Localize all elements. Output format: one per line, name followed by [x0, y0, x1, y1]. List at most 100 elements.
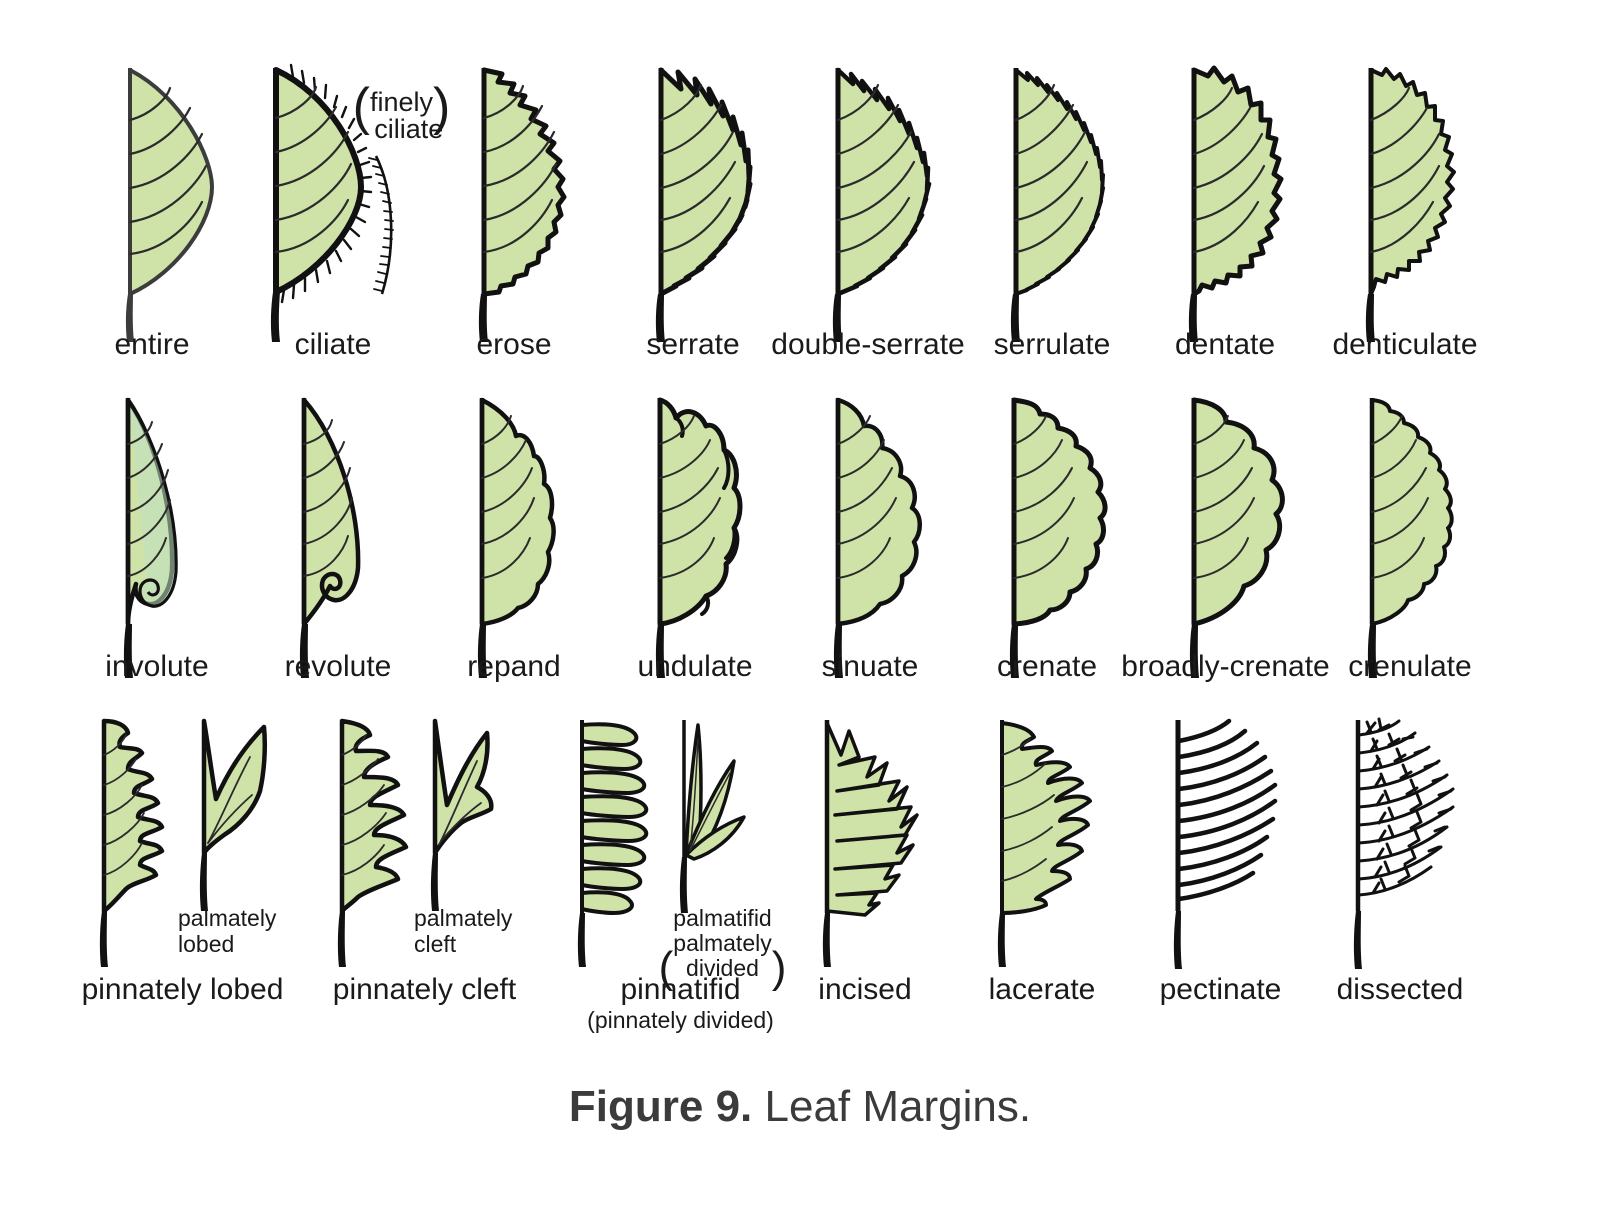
leaf-sinuate [822, 392, 937, 678]
leaf-dentate [1178, 62, 1298, 342]
leaf-double-serrate-drawing [822, 62, 947, 342]
leaf-undulate [644, 392, 759, 678]
label-dentate: dentate [1174, 328, 1276, 361]
figure-caption-number: Figure 9. [568, 1082, 753, 1131]
leaf-incised [815, 715, 925, 967]
sublabel-palmately-lobed: palmately lobed [178, 905, 308, 957]
label-sinuate: sinuate [821, 650, 919, 683]
sublabel-palmately-cleft-line2: cleft [414, 931, 457, 957]
leaf-crenulate [1356, 392, 1471, 678]
paren-right: ) [433, 78, 451, 136]
label-double-serrate: double-serrate [771, 328, 965, 361]
label-pectinate: pectinate [1159, 973, 1282, 1006]
paren-right-palmatifid: ) [771, 943, 787, 992]
row-2: involute revolute repand undulate sinuat… [0, 392, 1600, 692]
label-lacerate: lacerate [988, 973, 1096, 1006]
leaf-crenate [998, 392, 1118, 678]
finely-ciliate-annotation: (finely) ciliate [344, 81, 459, 157]
leaf-lacerate-drawing [990, 715, 1100, 967]
leaf-pinnatifid [570, 715, 675, 967]
leaf-incised-drawing [815, 715, 925, 967]
leaf-palmately-cleft [425, 715, 515, 915]
sublabel-palmately-cleft-line1: palmately [414, 905, 513, 931]
leaf-sinuate-drawing [822, 392, 937, 678]
leaf-crenulate-drawing [1356, 392, 1471, 678]
ciliate-detail-arc [356, 144, 426, 309]
leaf-repand [466, 392, 576, 678]
label-crenate: crenate [996, 650, 1098, 683]
leaf-entire [112, 62, 232, 342]
label-broadly-crenate: broadly-crenate [1121, 650, 1330, 683]
leaf-palmately-lobed [194, 715, 284, 915]
label-pinnatifid: pinnatifid [620, 973, 741, 1006]
label-involute: involute [105, 650, 209, 683]
leaf-broadly-crenate-drawing [1178, 392, 1298, 678]
sublabel-palmately-lobed-line1: palmately [178, 905, 277, 931]
leaf-revolute-drawing [288, 392, 398, 678]
leaf-involute [112, 392, 222, 678]
leaf-pinnately-lobed-drawing [92, 715, 192, 967]
figure-caption: Figure 9. Leaf Margins. [0, 1082, 1600, 1132]
sublabel-palmatifid-line3: divided [686, 955, 759, 981]
leaf-serrate [645, 62, 765, 342]
paren-left: ( [352, 78, 370, 136]
leaf-serrulate [1000, 62, 1120, 342]
label-pinnatifid-sub: (pinnately divided) [587, 1007, 774, 1033]
leaf-undulate-drawing [644, 392, 759, 678]
leaf-pinnately-lobed [92, 715, 192, 967]
leaf-pectinate-drawing [1165, 715, 1285, 969]
leaf-entire-drawing [112, 62, 232, 342]
leaf-double-serrate [822, 62, 947, 342]
sublabel-palmatifid-line1: palmatifid [673, 905, 772, 931]
leaf-palmately-cleft-drawing [425, 715, 515, 915]
leaf-pinnately-cleft [330, 715, 430, 967]
leaf-denticulate [1355, 62, 1475, 342]
leaf-pectinate [1165, 715, 1285, 969]
sublabel-palmatifid: palmatifid [660, 905, 785, 931]
leaf-dentate-drawing [1178, 62, 1298, 342]
leaf-broadly-crenate [1178, 392, 1298, 678]
leaf-ciliate [258, 62, 388, 342]
row-3: palmately lobed palmately cleft palmatif… [0, 715, 1600, 1035]
leaf-erose [468, 62, 588, 342]
leaf-serrulate-drawing [1000, 62, 1120, 342]
leaf-pinnately-cleft-drawing [330, 715, 430, 967]
label-repand: repand [467, 650, 561, 683]
label-entire: entire [114, 328, 190, 361]
leaf-crenate-drawing [998, 392, 1118, 678]
label-serrate: serrate [646, 328, 740, 361]
label-pinnately-lobed: pinnately lobed [81, 973, 284, 1006]
label-revolute: revolute [284, 650, 392, 683]
label-pinnately-cleft: pinnately cleft [332, 973, 517, 1006]
leaf-ciliate-drawing [258, 62, 388, 342]
label-serrulate: serrulate [993, 328, 1111, 361]
leaf-involute-drawing [112, 392, 222, 678]
leaf-pinnatifid-drawing [570, 715, 675, 967]
row-1: (finely) ciliate [0, 62, 1600, 362]
leaf-palmatifid [672, 715, 762, 915]
label-dissected: dissected [1336, 973, 1464, 1006]
label-denticulate: denticulate [1332, 328, 1478, 361]
leaf-palmately-lobed-drawing [194, 715, 284, 915]
leaf-serrate-drawing [645, 62, 765, 342]
leaf-dissected [1345, 715, 1470, 969]
label-ciliate: ciliate [294, 328, 372, 361]
paren-left-palmatifid: ( [658, 943, 674, 992]
sublabel-palmately-lobed-line2: lobed [178, 931, 235, 957]
leaf-denticulate-drawing [1355, 62, 1475, 342]
label-erose: erose [476, 328, 552, 361]
leaf-revolute [288, 392, 398, 678]
sublabel-palmatifid-line2: palmately [673, 930, 772, 956]
figure-caption-text: Leaf Margins. [752, 1082, 1032, 1131]
finely-ciliate-line2: ciliate [374, 114, 444, 144]
label-incised: incised [818, 973, 912, 1006]
label-undulate: undulate [637, 650, 753, 683]
finely-ciliate-line1: finely [369, 87, 434, 117]
leaf-repand-drawing [466, 392, 576, 678]
leaf-palmatifid-drawing [672, 715, 762, 915]
leaf-erose-drawing [468, 62, 588, 342]
sublabel-palmately-cleft: palmately cleft [414, 905, 544, 957]
label-crenulate: crenulate [1348, 650, 1472, 683]
